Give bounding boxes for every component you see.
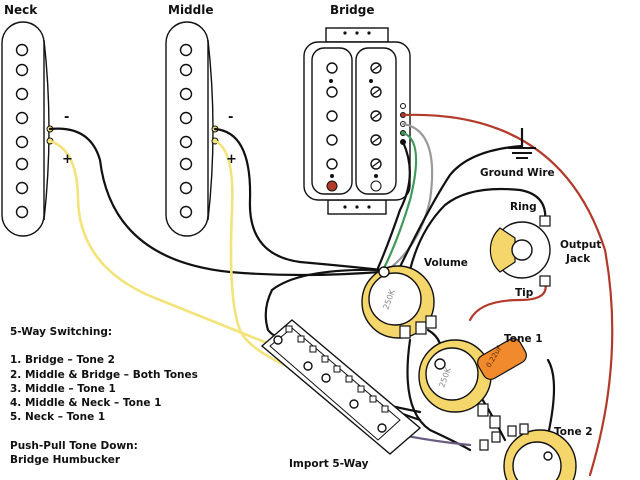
legend-item-5: 5. Neck – Tone 1 [10, 411, 105, 423]
middle-plus-label: + [226, 152, 237, 167]
output-jack [489, 215, 551, 287]
legend-note-line2: Bridge Humbucker [10, 454, 121, 466]
ground-symbol-icon [508, 147, 536, 159]
tip-label: Tip [515, 287, 534, 299]
five-way-switch [260, 319, 422, 455]
legend-note-line1: Push-Pull Tone Down: [10, 440, 138, 452]
jack-label: Jack [565, 253, 591, 265]
legend-item-2: 2. Middle & Bridge – Both Tones [10, 369, 198, 381]
output-label: Output [560, 239, 601, 251]
switching-legend: 5-Way Switching: 1. Bridge – Tone 2 2. M… [10, 326, 198, 466]
middle-minus-label: - [228, 110, 233, 125]
neck-label: Neck [4, 3, 38, 17]
volume-pot: 250K [361, 265, 437, 339]
legend-item-4: 4. Middle & Neck – Tone 1 [10, 397, 161, 409]
legend-title: 5-Way Switching: [10, 326, 112, 338]
volume-label: Volume [424, 257, 468, 269]
switch-label: Import 5-Way [289, 458, 369, 470]
tone1-pot: 250K [418, 339, 501, 429]
ring-label: Ring [510, 201, 537, 213]
neck-minus-label: - [64, 110, 69, 125]
middle-label: Middle [168, 3, 214, 17]
legend-item-1: 1. Bridge – Tone 2 [10, 354, 115, 366]
ground-wire-label: Ground Wire [480, 167, 555, 179]
tone2-pot [479, 423, 577, 480]
tone1-label: Tone 1 [504, 333, 543, 345]
bridge-humbucker [303, 27, 411, 215]
bridge-label: Bridge [330, 3, 375, 17]
neck-pickup [1, 21, 54, 237]
middle-pickup [165, 21, 219, 237]
tone2-label: Tone 2 [554, 426, 593, 438]
neck-plus-label: + [62, 152, 73, 167]
legend-item-3: 3. Middle – Tone 1 [10, 383, 116, 395]
